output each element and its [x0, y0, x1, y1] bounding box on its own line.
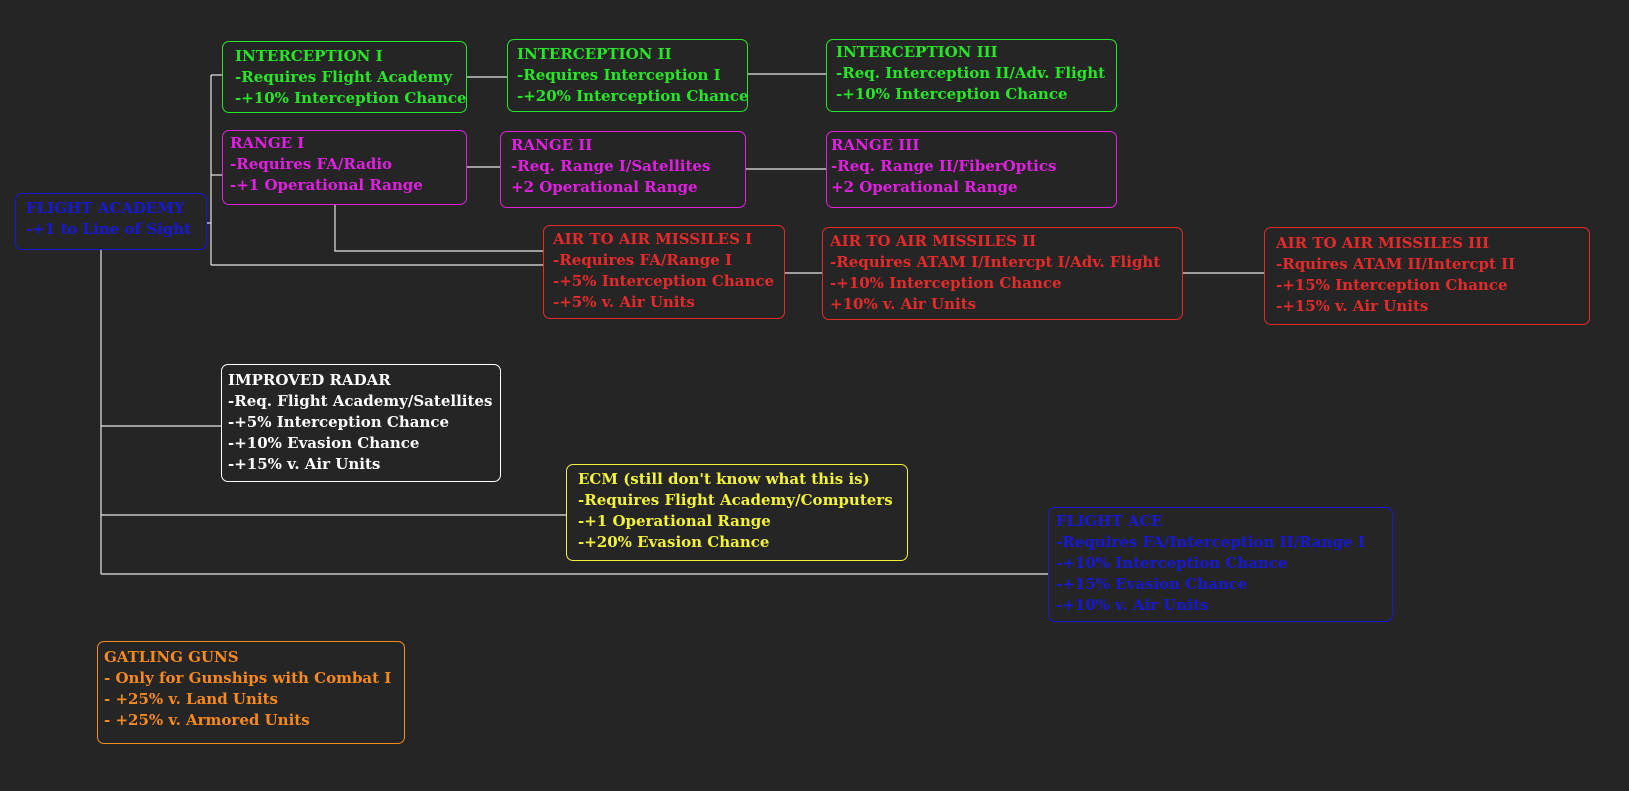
node-line: -+15% v. Air Units: [1276, 297, 1429, 315]
node-interception-3[interactable]: INTERCEPTION III -Req. Interception II/A…: [826, 39, 1117, 112]
node-title: AIR TO AIR MISSILES II: [830, 232, 1037, 250]
node-line: -+1 Operational Range: [230, 176, 423, 194]
node-title: INTERCEPTION II: [517, 45, 672, 63]
node-line: -Req. Range II/FiberOptics: [831, 157, 1057, 175]
node-line: -+20% Evasion Chance: [578, 533, 770, 551]
node-line: -+15% v. Air Units: [228, 455, 381, 473]
node-line: -Req. Interception II/Adv. Flight: [836, 64, 1106, 82]
node-range-3[interactable]: RANGE III -Req. Range II/FiberOptics +2 …: [826, 131, 1117, 208]
node-line: -+15% Interception Chance: [1276, 276, 1508, 294]
node-title: AIR TO AIR MISSILES III: [1276, 234, 1490, 252]
node-line: -+10% v. Air Units: [1056, 596, 1209, 614]
node-title: IMPROVED RADAR: [228, 371, 391, 389]
node-air-to-air-missiles-1[interactable]: AIR TO AIR MISSILES I -Requires FA/Range…: [543, 225, 785, 319]
node-title: INTERCEPTION I: [235, 47, 383, 65]
node-title: AIR TO AIR MISSILES I: [553, 230, 753, 248]
node-air-to-air-missiles-3[interactable]: AIR TO AIR MISSILES III -Rquires ATAM II…: [1264, 227, 1590, 325]
node-line: -+10% Interception Chance: [235, 89, 467, 107]
node-line: -+10% Interception Chance: [830, 274, 1062, 292]
node-line: -Requires FA/Range I: [553, 251, 733, 269]
node-line: -+10% Interception Chance: [1056, 554, 1288, 572]
node-title: INTERCEPTION III: [836, 43, 998, 61]
node-line: -+5% Interception Chance: [553, 272, 775, 290]
node-line: -Requires FA/Interception II/Range I: [1056, 533, 1365, 551]
node-line: -+1 Operational Range: [578, 512, 771, 530]
node-line: -Requires ATAM I/Intercpt I/Adv. Flight: [830, 253, 1161, 271]
node-gatling-guns[interactable]: GATLING GUNS - Only for Gunships with Co…: [97, 641, 405, 744]
node-line: +2 Operational Range: [511, 178, 698, 196]
node-title: GATLING GUNS: [104, 648, 239, 666]
node-line: -+1 to Line of Sight: [26, 220, 192, 238]
node-flight-ace[interactable]: FLIGHT ACE -Requires FA/Interception II/…: [1048, 507, 1393, 622]
node-line: -Requires Flight Academy: [235, 68, 453, 86]
node-line: - +25% v. Land Units: [104, 690, 278, 708]
node-improved-radar[interactable]: IMPROVED RADAR -Req. Flight Academy/Sate…: [221, 364, 501, 482]
node-line: -Requires Flight Academy/Computers: [578, 491, 893, 509]
node-interception-1[interactable]: INTERCEPTION I -Requires Flight Academy …: [222, 41, 467, 113]
node-line: -+5% Interception Chance: [228, 413, 450, 431]
node-title: RANGE III: [831, 136, 920, 154]
node-ecm[interactable]: ECM (still don't know what this is) -Req…: [566, 464, 908, 561]
node-interception-2[interactable]: INTERCEPTION II -Requires Interception I…: [507, 39, 748, 112]
node-line: - Only for Gunships with Combat I: [104, 669, 392, 687]
node-line: -+10% Interception Chance: [836, 85, 1068, 103]
node-flight-academy[interactable]: FLIGHT ACADEMY -+1 to Line of Sight: [15, 193, 207, 250]
node-line: -Rquires ATAM II/Intercpt II: [1276, 255, 1516, 273]
node-line: -Requires FA/Radio: [230, 155, 393, 173]
node-line: -Req. Range I/Satellites: [511, 157, 711, 175]
node-line: - +25% v. Armored Units: [104, 711, 310, 729]
node-title: RANGE I: [230, 134, 305, 152]
node-line: -+15% Evasion Chance: [1056, 575, 1248, 593]
node-line: -+20% Interception Chance: [517, 87, 748, 105]
node-line: -Requires Interception I: [517, 66, 721, 84]
node-line: -Req. Flight Academy/Satellites: [228, 392, 493, 410]
node-air-to-air-missiles-2[interactable]: AIR TO AIR MISSILES II -Requires ATAM I/…: [822, 227, 1183, 320]
node-title: FLIGHT ACE: [1056, 512, 1163, 530]
node-range-1[interactable]: RANGE I -Requires FA/Radio -+1 Operation…: [222, 130, 467, 205]
node-title: RANGE II: [511, 136, 593, 154]
connector-range-1-to-atam-1: [334, 205, 543, 252]
node-title: FLIGHT ACADEMY: [26, 199, 185, 217]
node-title: ECM (still don't know what this is): [578, 470, 870, 488]
node-line: -+5% v. Air Units: [553, 293, 695, 311]
node-line: +2 Operational Range: [831, 178, 1018, 196]
node-range-2[interactable]: RANGE II -Req. Range I/Satellites +2 Ope…: [500, 131, 746, 208]
node-line: -+10% Evasion Chance: [228, 434, 420, 452]
node-line: +10% v. Air Units: [830, 295, 977, 313]
